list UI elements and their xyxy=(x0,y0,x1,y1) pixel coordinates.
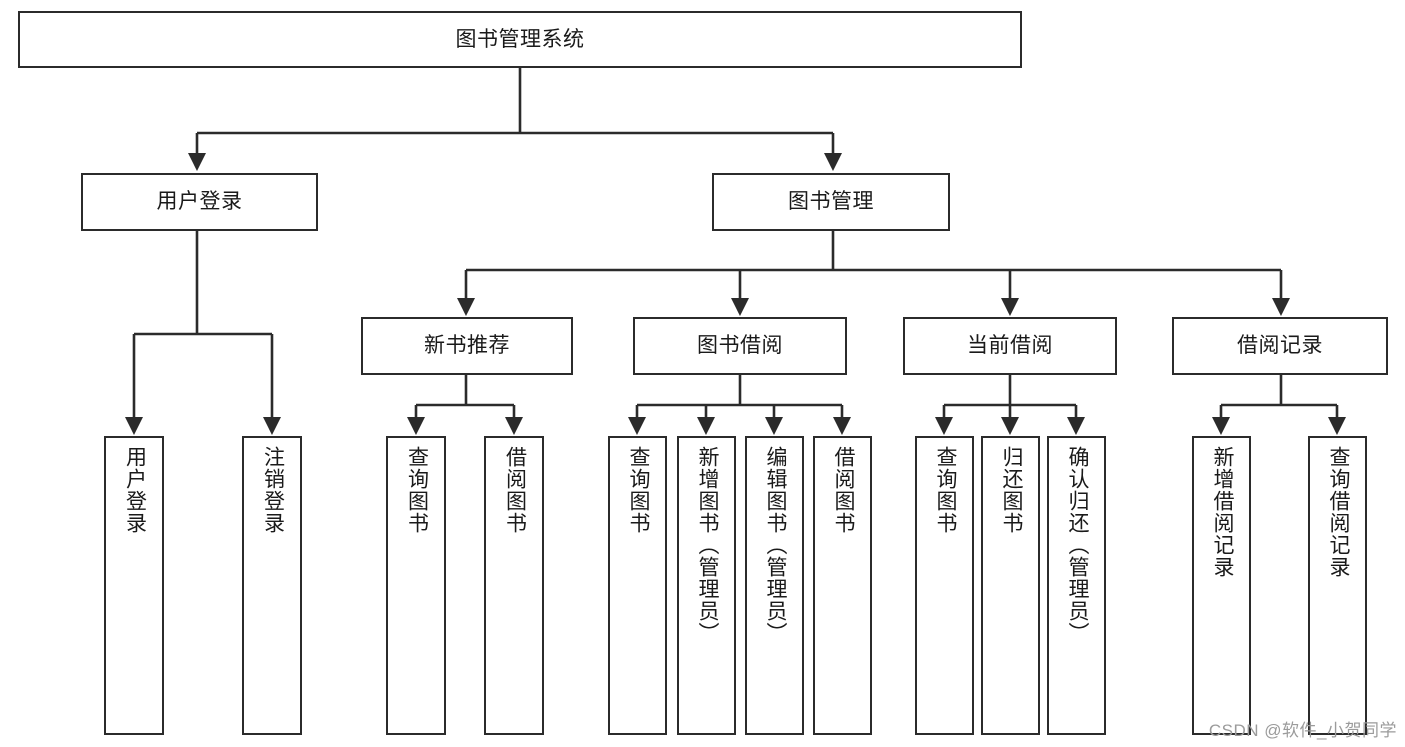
node-leaf-query-record-label: 查询借阅记录 xyxy=(1326,446,1350,578)
node-root-system-label: 图书管理系统 xyxy=(455,27,585,51)
node-leaf-query-book-1-label: 查询图书 xyxy=(405,446,429,534)
node-leaf-confirm-return[interactable]: 确认归还（管理员） xyxy=(1047,436,1106,735)
node-book-manage[interactable]: 图书管理 xyxy=(712,173,950,231)
node-book-manage-label: 图书管理 xyxy=(788,190,874,214)
node-current-borrow[interactable]: 当前借阅 xyxy=(903,317,1117,375)
node-leaf-add-record-label: 新增借阅记录 xyxy=(1210,446,1234,578)
node-leaf-add-book-label: 新增图书（管理员） xyxy=(695,446,719,644)
node-leaf-query-record[interactable]: 查询借阅记录 xyxy=(1308,436,1367,735)
csdn-watermark: CSDN @软件_小贺同学 xyxy=(1208,721,1397,740)
node-current-borrow-label: 当前借阅 xyxy=(967,334,1053,358)
node-leaf-query-book-3-label: 查询图书 xyxy=(933,446,957,534)
node-book-borrow[interactable]: 图书借阅 xyxy=(633,317,847,375)
node-leaf-query-book-3[interactable]: 查询图书 xyxy=(915,436,974,735)
node-leaf-borrow-book-2[interactable]: 借阅图书 xyxy=(813,436,872,735)
node-leaf-query-book-1[interactable]: 查询图书 xyxy=(386,436,446,735)
node-leaf-user-login-label: 用户登录 xyxy=(123,446,147,534)
node-leaf-user-logout[interactable]: 注销登录 xyxy=(242,436,302,735)
node-borrow-record-label: 借阅记录 xyxy=(1237,334,1323,358)
node-leaf-add-book[interactable]: 新增图书（管理员） xyxy=(677,436,736,735)
node-new-book-recommend-label: 新书推荐 xyxy=(424,334,510,358)
node-leaf-return-book[interactable]: 归还图书 xyxy=(981,436,1040,735)
node-leaf-borrow-book-1[interactable]: 借阅图书 xyxy=(484,436,544,735)
node-leaf-borrow-book-1-label: 借阅图书 xyxy=(503,446,527,534)
node-new-book-recommend[interactable]: 新书推荐 xyxy=(361,317,573,375)
node-leaf-query-book-2-label: 查询图书 xyxy=(626,446,650,534)
node-borrow-record[interactable]: 借阅记录 xyxy=(1172,317,1388,375)
node-book-borrow-label: 图书借阅 xyxy=(697,334,783,358)
node-leaf-borrow-book-2-label: 借阅图书 xyxy=(831,446,855,534)
node-leaf-query-book-2[interactable]: 查询图书 xyxy=(608,436,667,735)
node-leaf-edit-book[interactable]: 编辑图书（管理员） xyxy=(745,436,804,735)
node-root-system[interactable]: 图书管理系统 xyxy=(18,11,1022,68)
node-leaf-user-logout-label: 注销登录 xyxy=(261,446,285,534)
node-leaf-return-book-label: 归还图书 xyxy=(999,446,1023,534)
node-leaf-user-login[interactable]: 用户登录 xyxy=(104,436,164,735)
node-user-login-label: 用户登录 xyxy=(156,190,243,214)
node-leaf-confirm-return-label: 确认归还（管理员） xyxy=(1065,446,1089,644)
node-leaf-edit-book-label: 编辑图书（管理员） xyxy=(763,446,787,644)
node-leaf-add-record[interactable]: 新增借阅记录 xyxy=(1192,436,1251,735)
node-user-login[interactable]: 用户登录 xyxy=(81,173,318,231)
